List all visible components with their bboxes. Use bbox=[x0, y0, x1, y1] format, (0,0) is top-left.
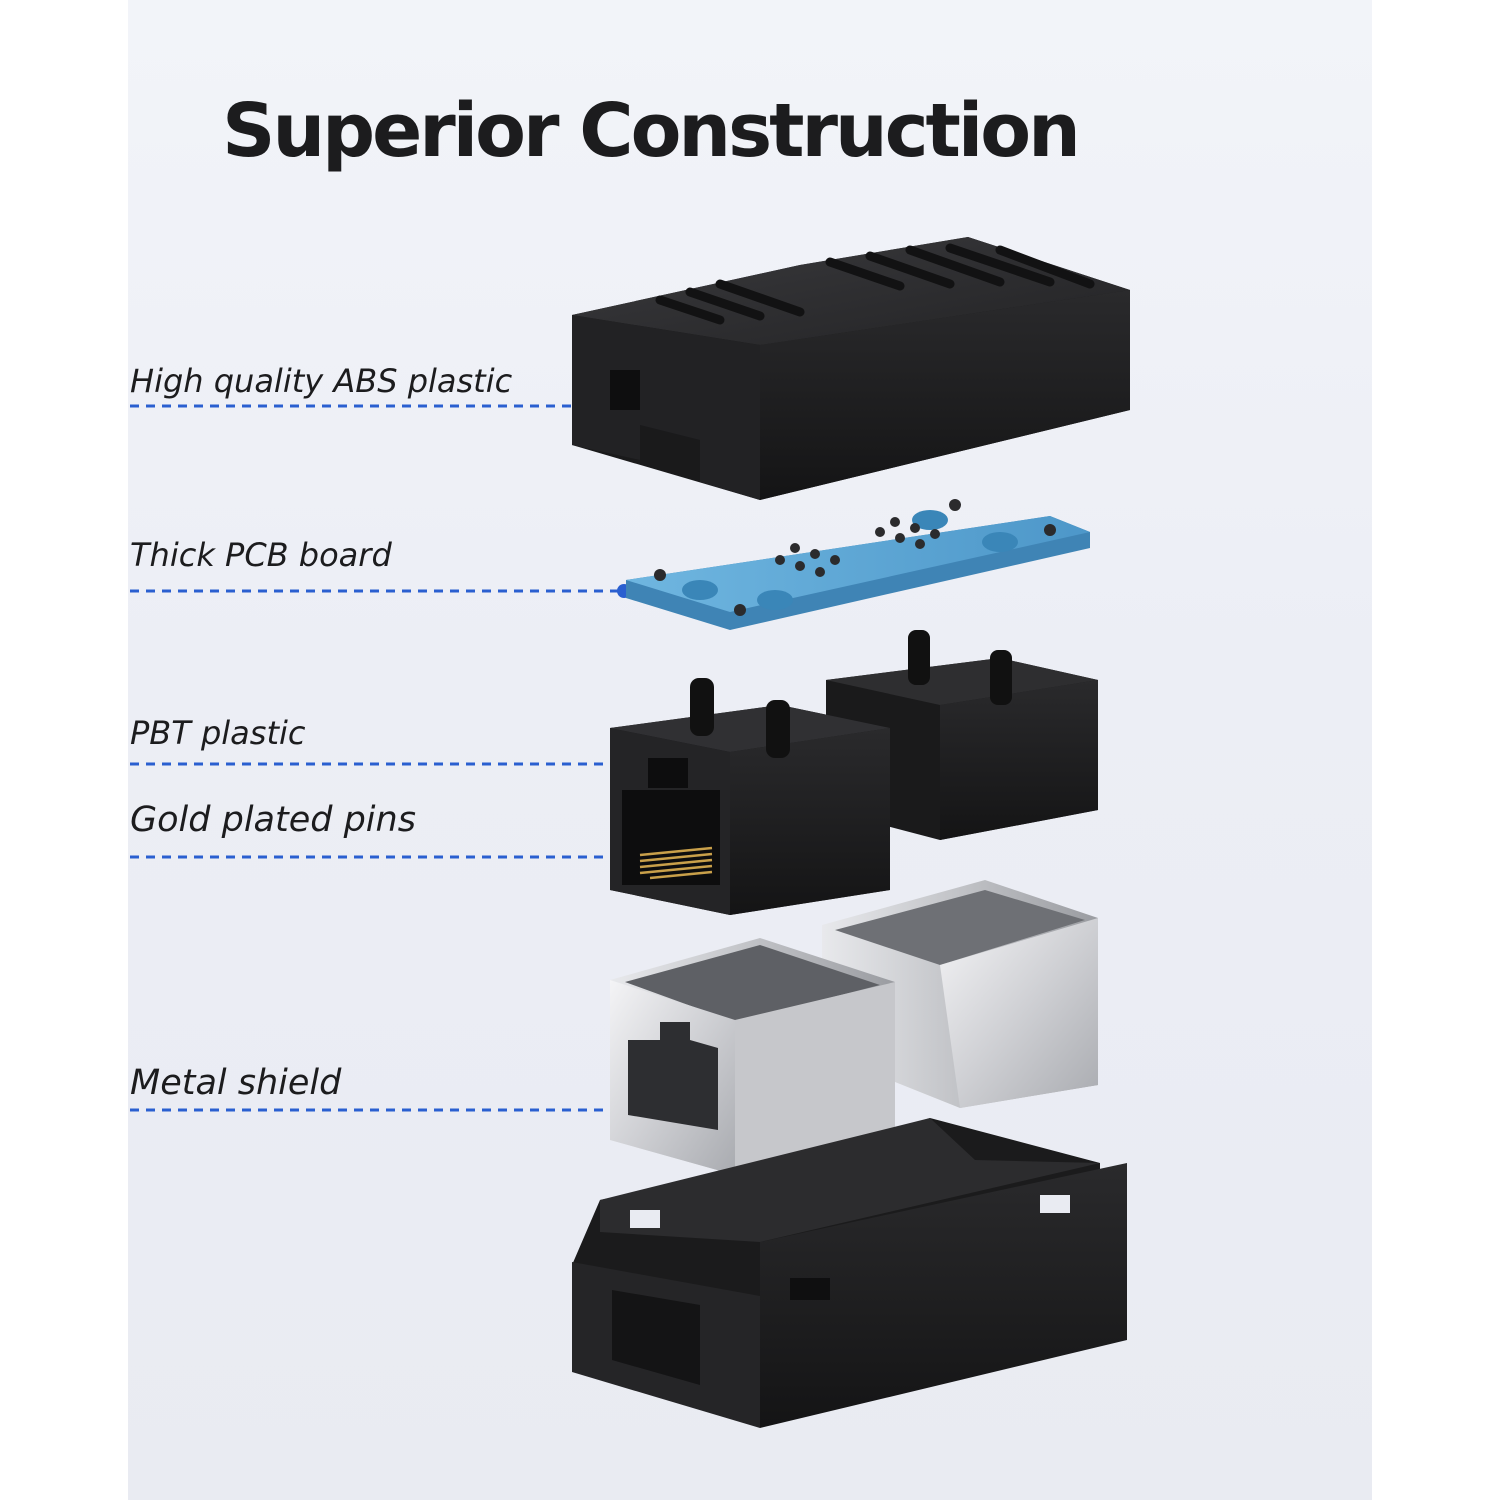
abs-bottom-housing bbox=[572, 1118, 1127, 1428]
callout-label-abs: High quality ABS plastic bbox=[130, 362, 513, 400]
callout-label-pcb: Thick PCB board bbox=[130, 536, 392, 574]
pcb-board bbox=[626, 499, 1090, 630]
callout-line-pins bbox=[130, 850, 631, 864]
callout-label-pins: Gold plated pins bbox=[130, 800, 416, 840]
callout-line-abs bbox=[130, 399, 601, 413]
page-title: Superior Construction bbox=[222, 88, 1081, 174]
callout-label-pbt: PBT plastic bbox=[130, 714, 306, 752]
metal-shield-left bbox=[610, 938, 895, 1175]
callout-line-pcb bbox=[130, 584, 631, 598]
pbt-block-left bbox=[610, 678, 890, 915]
callout-line-pbt bbox=[130, 757, 631, 771]
abs-top-shell bbox=[572, 237, 1130, 500]
pbt-block-right bbox=[826, 630, 1098, 840]
callout-label-shield: Metal shield bbox=[130, 1063, 342, 1103]
